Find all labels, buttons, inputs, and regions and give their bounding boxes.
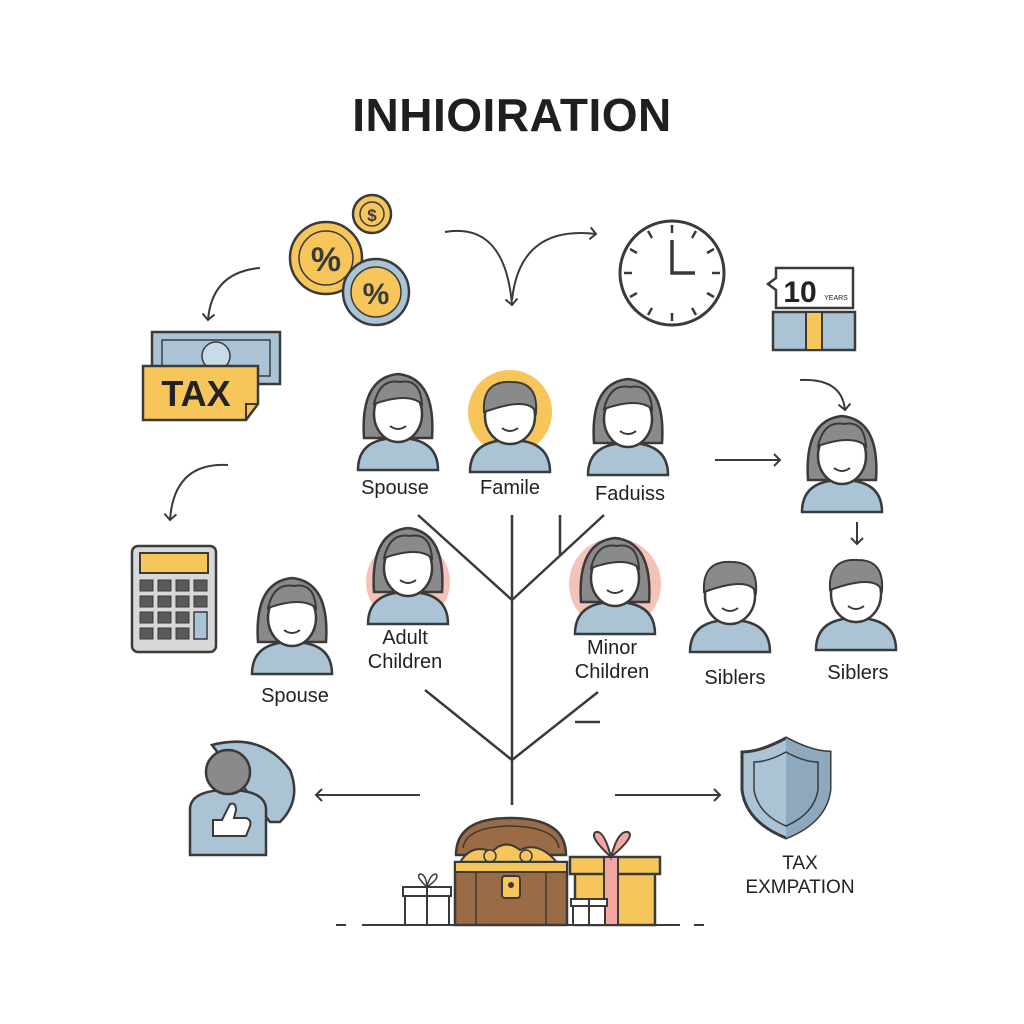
label-minor-children: Minor Children [552, 636, 672, 684]
label-faduiss: Faduiss [594, 483, 666, 505]
label-spouse-top: Spouse [361, 477, 429, 499]
small-gift-right-icon [570, 898, 608, 926]
siblers-left-avatar [688, 560, 772, 654]
siblers-right-avatar [814, 558, 898, 652]
svg-text:$: $ [367, 206, 377, 225]
right-side-person-avatar [800, 414, 884, 514]
label-spouse-left: Spouse [261, 685, 329, 707]
flow-arrows [163, 226, 864, 802]
tax-banknotes-icon: TAX [141, 330, 282, 422]
label-tax-exemption-line2: EXMPATION [745, 877, 855, 898]
clock-icon [618, 219, 726, 327]
spouse-top-avatar [356, 372, 440, 472]
small-gift-left-icon [402, 873, 452, 926]
minor-children-avatar [569, 536, 661, 636]
percent-coins-icon: $ % % [288, 193, 411, 327]
faduiss-avatar [586, 377, 670, 477]
spouse-left-avatar [250, 576, 334, 676]
calculator-icon [130, 544, 218, 654]
tax-sign-text: TAX [161, 373, 230, 414]
label-siblers-right: Siblers [827, 662, 889, 684]
label-adult-children-line1: Adult [382, 627, 428, 649]
treasure-chest-icon [453, 816, 569, 927]
page-title: INHIOIRATION [352, 89, 672, 141]
famile-avatar [468, 370, 552, 474]
label-siblers-left: Siblers [704, 667, 766, 689]
svg-text:%: % [311, 241, 341, 279]
certificate-unit: YEARS [824, 295, 848, 302]
family-tree-branches [417, 514, 605, 805]
approval-person-icon [188, 740, 296, 857]
label-famile: Famile [479, 477, 540, 499]
label-minor-children-line2: Children [574, 661, 650, 683]
ten-years-certificate-icon: 10 YEARS [765, 266, 857, 352]
shield-icon [740, 736, 832, 840]
label-tax-exemption-line1: TAX [782, 853, 818, 874]
label-adult-children-line2: Children [367, 651, 443, 673]
label-minor-children-line1: Minor [586, 637, 637, 659]
label-adult-children: Adult Children [345, 626, 465, 674]
certificate-number: 10 [783, 276, 816, 309]
svg-text:%: % [363, 278, 390, 311]
adult-children-avatar [366, 526, 450, 626]
label-tax-exemption: TAX EXMPATION [720, 852, 880, 900]
